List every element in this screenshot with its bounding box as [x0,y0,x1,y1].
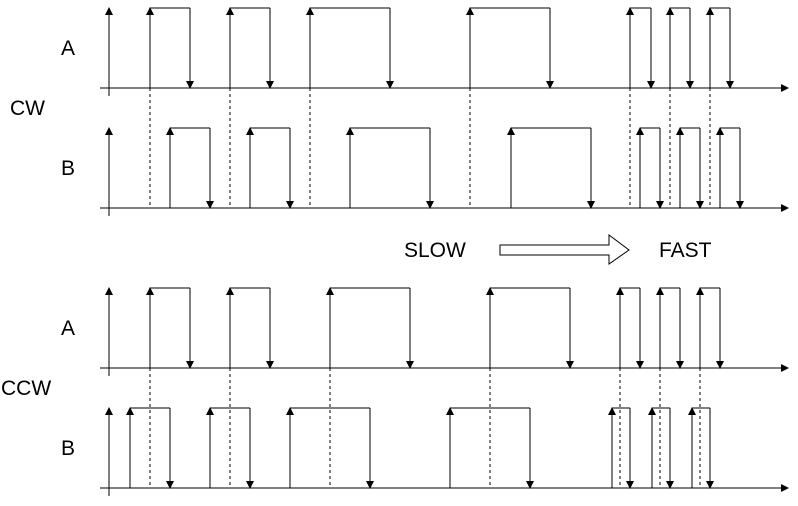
cw-label: CW [10,97,45,120]
fast-label: FAST [659,239,712,262]
ccw-signal-b [100,407,789,496]
ccw-label: CCW [1,377,51,400]
cw-a-label: A [61,37,75,60]
cw-phase-markers [149,88,711,208]
slow-label: SLOW [404,239,466,262]
ccw-phase-markers [149,368,701,488]
speed-arrow [499,234,630,265]
cw-signal-b [100,127,789,216]
ccw-b-label: B [61,437,75,460]
cw-signal-a [100,7,789,96]
ccw-signal-a [100,287,789,376]
cw-b-label: B [61,157,75,180]
ccw-a-label: A [61,317,75,340]
